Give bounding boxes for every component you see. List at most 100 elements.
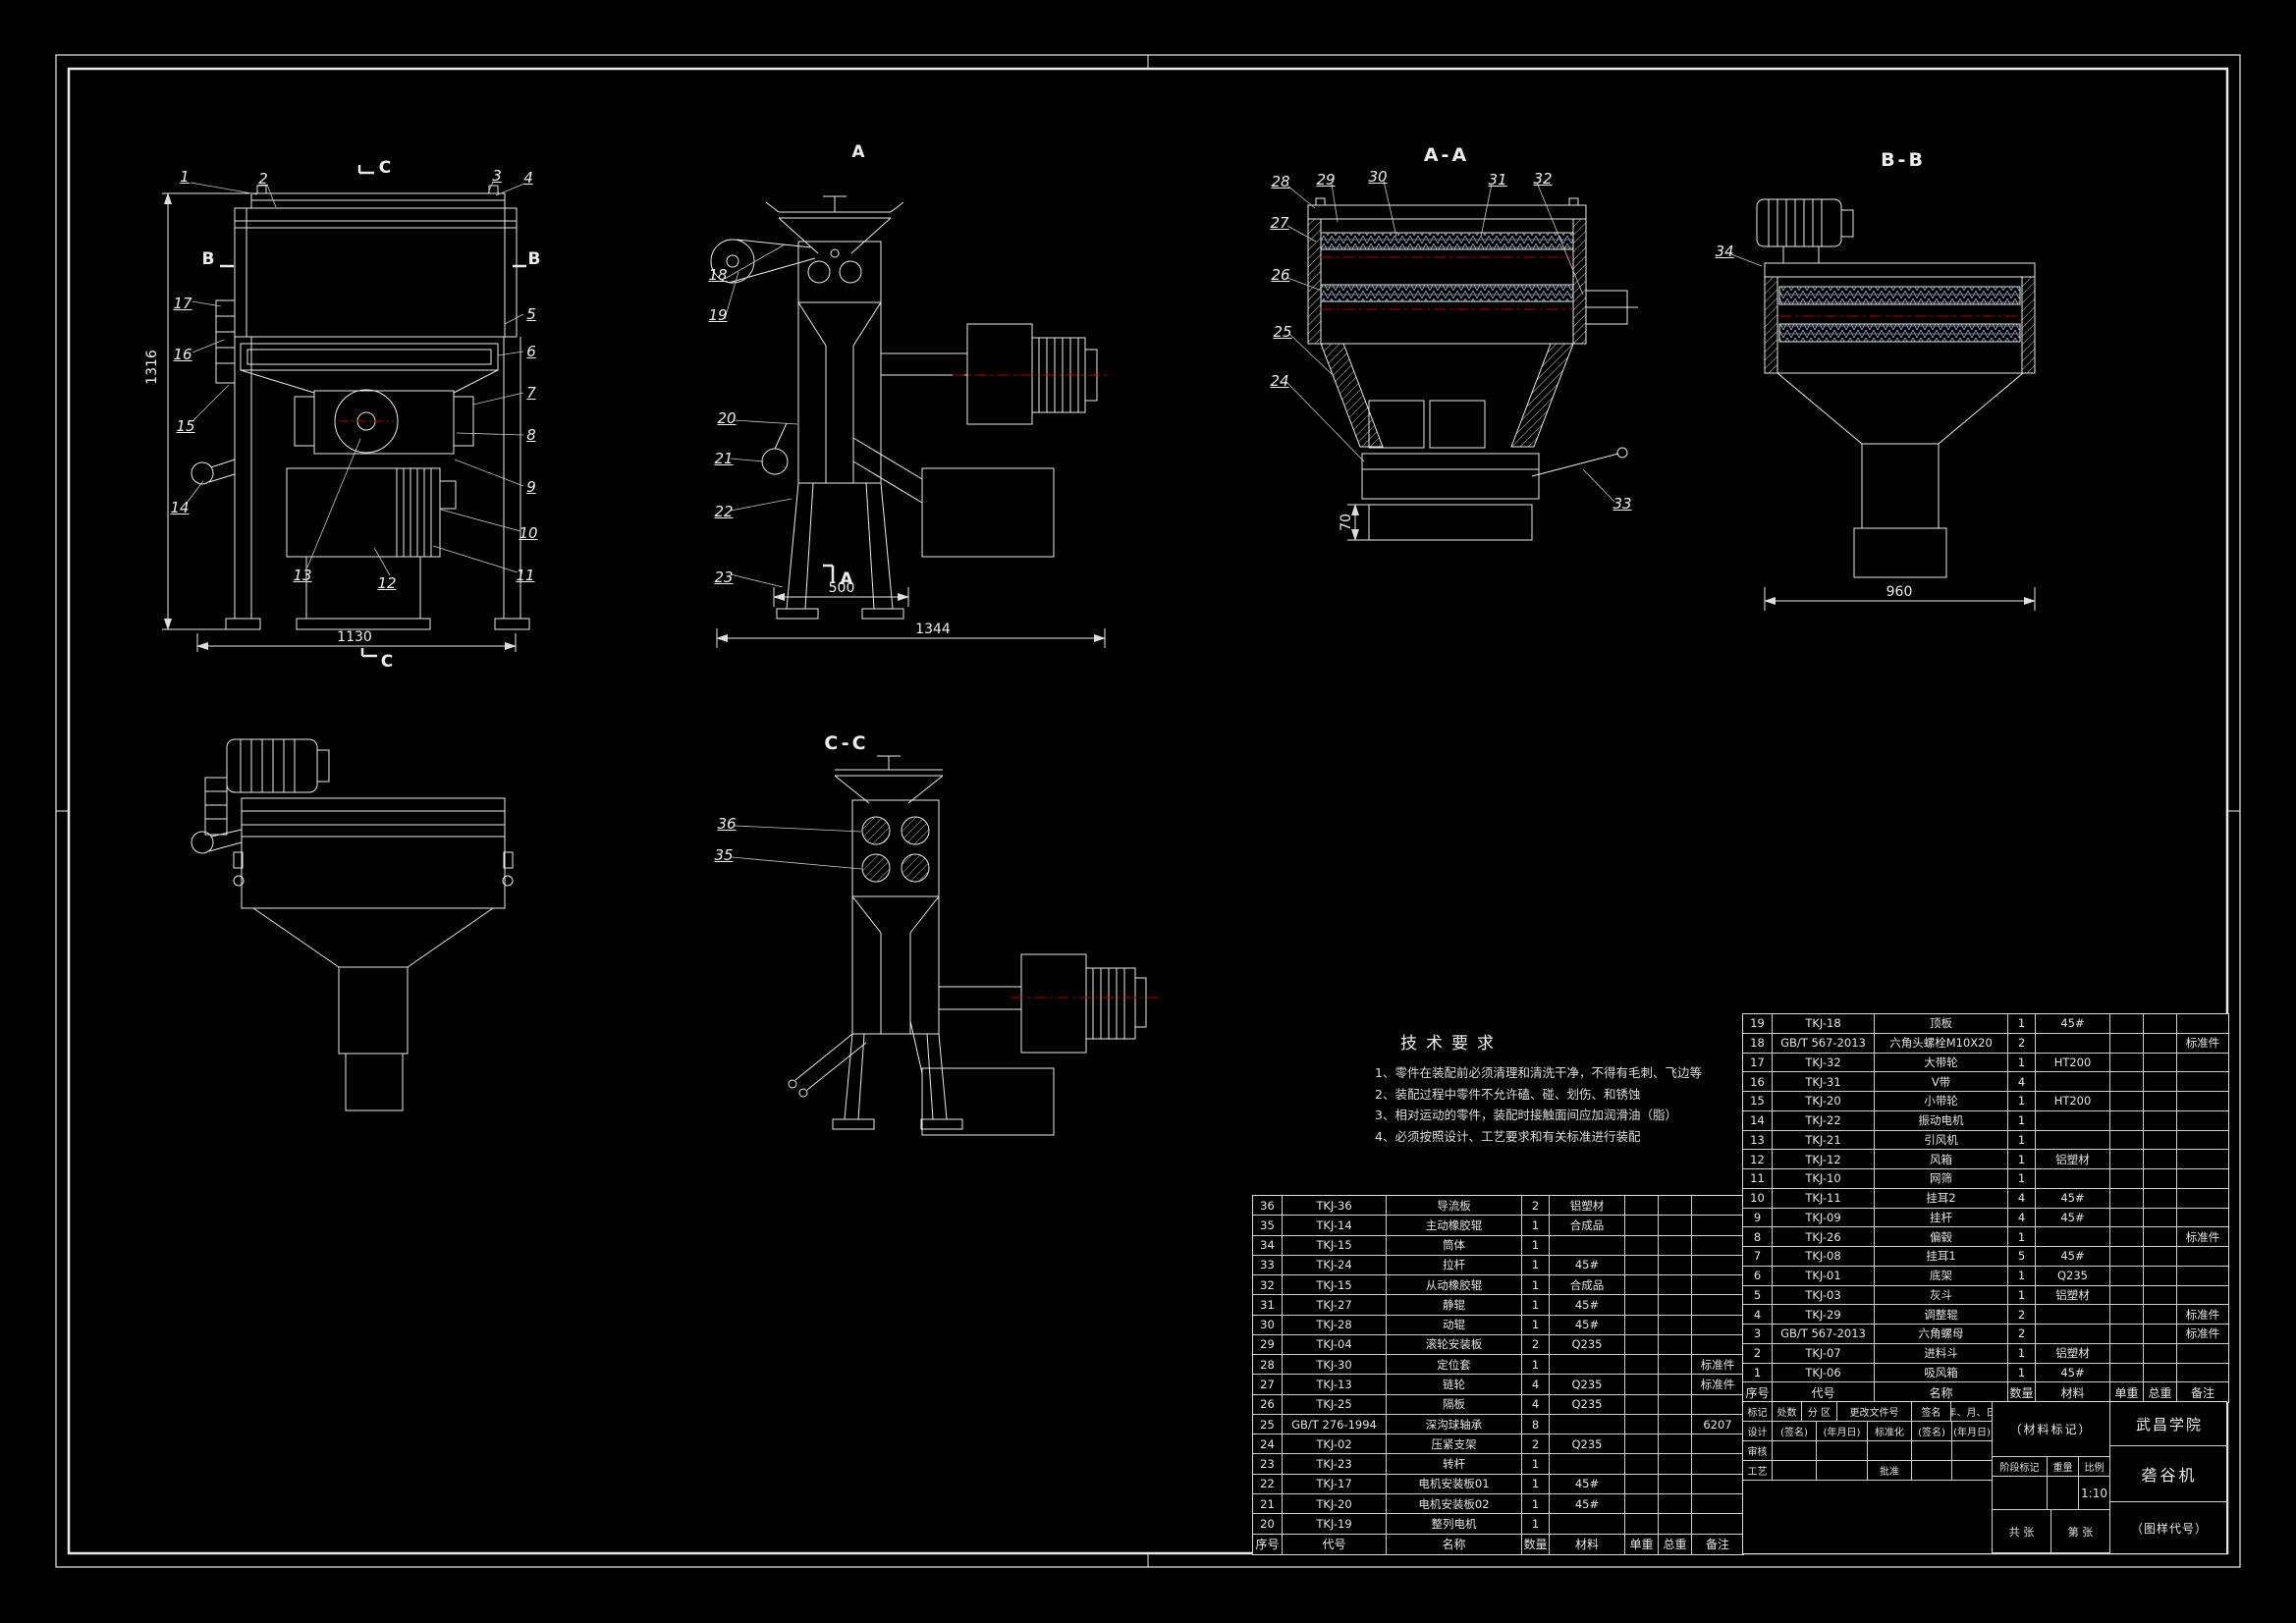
bom-cell <box>2144 1247 2177 1267</box>
bom-cell: TKJ-18 <box>1773 1014 1875 1034</box>
bom-cell <box>2144 1227 2177 1247</box>
bom-header-cell: 单重 <box>1625 1534 1659 1554</box>
bom-cell: TKJ-27 <box>1283 1295 1387 1316</box>
bom-cell: 36 <box>1253 1196 1283 1217</box>
bom-cell <box>1659 1315 1692 1335</box>
bom-cell: 从动橡胶辊 <box>1387 1275 1522 1296</box>
bom-cell: 标准件 <box>2177 1034 2228 1054</box>
bom-cell: 32 <box>1253 1275 1283 1296</box>
bom-header-row: 序号代号名称数量材料单重总重备注 <box>1743 1382 2228 1402</box>
bom-cell: 8 <box>1522 1414 1550 1435</box>
bom-cell <box>2110 1208 2144 1228</box>
bom-cell: 大带轮 <box>1875 1053 2008 1073</box>
bom-cell <box>2177 1014 2228 1034</box>
bom-header-cell: 名称 <box>1875 1382 2008 1402</box>
scale-value: 1:10 <box>2079 1477 2110 1510</box>
bom-cell <box>1692 1196 1743 1217</box>
part-callout: 9 <box>526 478 536 496</box>
part-callout: 31 <box>1488 171 1507 189</box>
bom-cell <box>2144 1110 2177 1131</box>
bom-cell: 灰斗 <box>1875 1285 2008 1306</box>
bom-cell <box>2036 1227 2110 1247</box>
bom-cell: Q235 <box>1550 1394 1625 1415</box>
bom-cell: 铝塑材 <box>2036 1285 2110 1306</box>
part-callout: 7 <box>526 384 536 402</box>
bom-cell: HT200 <box>2036 1053 2110 1073</box>
bom-cell: 6 <box>1743 1266 1773 1286</box>
bom-cell: 1 <box>1522 1514 1550 1535</box>
bom-cell: 进料斗 <box>1875 1343 2008 1364</box>
bom-cell <box>1659 1414 1692 1435</box>
tb-approve-label: 批准 <box>1868 1461 1912 1481</box>
bom-cell: 5 <box>1743 1285 1773 1306</box>
tb-process-label: 工艺 <box>1743 1461 1773 1481</box>
dimension-label: 500 <box>828 580 855 596</box>
bom-cell <box>2144 1266 2177 1286</box>
bom-header-cell: 序号 <box>1253 1534 1283 1554</box>
bom-cell <box>2177 1364 2228 1383</box>
bom-cell: 1 <box>2008 1227 2036 1247</box>
bom-cell: 45# <box>2036 1363 2110 1383</box>
bom-cell <box>1659 1216 1692 1236</box>
bom-cell: 2 <box>2008 1325 2036 1344</box>
bom-cell: 45# <box>1550 1295 1625 1316</box>
dimension-label: 1344 <box>915 622 951 637</box>
bom-cell: 1 <box>2008 1092 2036 1111</box>
bom-cell <box>1659 1375 1692 1395</box>
bom-cell: TKJ-08 <box>1773 1247 1875 1267</box>
bom-cell <box>1625 1196 1659 1217</box>
part-callout: 21 <box>714 450 734 467</box>
bom-cell <box>2036 1110 2110 1131</box>
section-view-title: B-B <box>1881 149 1926 171</box>
tb-mark-label: 标记 <box>1743 1402 1773 1422</box>
bom-header-cell: 代号 <box>1773 1382 1875 1402</box>
bom-cell <box>2144 1188 2177 1209</box>
bom-cell: 1 <box>1522 1235 1550 1256</box>
bom-cell: TKJ-21 <box>1773 1130 1875 1151</box>
bom-cell: 35 <box>1253 1216 1283 1236</box>
bom-cell <box>1625 1474 1659 1494</box>
bom-cell <box>1692 1236 1743 1256</box>
bom-cell <box>2177 1054 2228 1073</box>
bom-cell <box>1692 1475 1743 1494</box>
bom-cell <box>1625 1355 1659 1376</box>
bom-cell <box>2144 1092 2177 1111</box>
bom-header-cell: 数量 <box>1522 1534 1550 1554</box>
bom-cell <box>2036 1072 2110 1092</box>
part-callout: 17 <box>173 295 192 312</box>
part-callout: 1 <box>180 168 190 186</box>
bom-cell <box>2177 1150 2228 1169</box>
bom-cell: 9 <box>1743 1208 1773 1228</box>
total-sheets-label: 共 张 <box>1993 1510 2051 1553</box>
bom-cell: 45# <box>2036 1188 2110 1209</box>
bom-cell: 网筛 <box>1875 1169 2008 1189</box>
bom-cell: 偏毂 <box>1875 1227 2008 1247</box>
view-side <box>710 195 1110 648</box>
tb-review-label: 审核 <box>1743 1441 1773 1461</box>
bom-cell: 吸风箱 <box>1875 1363 2008 1383</box>
bom-cell: 2 <box>1522 1196 1550 1217</box>
bom-cell: 挂耳2 <box>1875 1188 2008 1209</box>
part-callout: 24 <box>1270 372 1289 390</box>
part-callout: 29 <box>1316 171 1336 189</box>
bom-header-cell: 总重 <box>2144 1382 2177 1402</box>
bom-cell: 1 <box>1522 1493 1550 1515</box>
bom-cell: 转杆 <box>1387 1454 1522 1475</box>
bom-cell <box>1625 1216 1659 1236</box>
dimension-label: 1130 <box>337 629 372 645</box>
bom-header-row: 序号代号名称数量材料单重总重备注 <box>1253 1534 1743 1554</box>
dimension-label: 1316 <box>144 350 160 385</box>
